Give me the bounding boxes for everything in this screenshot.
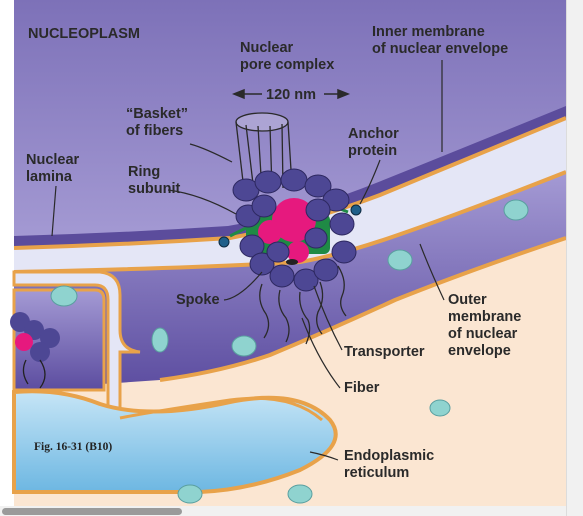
horizontal-scrollbar[interactable]	[0, 506, 566, 516]
endoplasmic-reticulum	[12, 389, 338, 494]
transporter	[272, 198, 316, 242]
outer-membrane-line	[13, 170, 567, 274]
leader-lines	[51, 60, 445, 461]
label-nucleoplasm: NUCLEOPLASM	[28, 26, 140, 42]
ribosome	[151, 327, 169, 353]
label-outer-membrane: Outer membrane of nuclear envelope	[448, 292, 525, 359]
label-transporter: Transporter	[344, 344, 425, 360]
anchor-protein-left	[218, 236, 230, 248]
label-spoke: Spoke	[176, 292, 220, 308]
er-membrane-edge	[119, 396, 323, 422]
label-inner-membrane: Inner membrane of nuclear envelope	[372, 24, 508, 57]
label-endoplasmic-reticulum: Endoplasmic reticulum	[344, 448, 438, 481]
cytoplasmic-fibers	[259, 265, 347, 345]
figure-caption: Fig. 16-31 (B10)	[34, 441, 112, 453]
er-connection	[12, 270, 141, 422]
partial-pore-complex	[10, 312, 60, 389]
ring-subunits	[232, 168, 357, 292]
ribosome-group	[50, 199, 529, 504]
ribosome	[503, 199, 529, 221]
label-anchor-protein: Anchor protein	[348, 126, 403, 159]
ribosome	[177, 484, 203, 504]
ribosome	[231, 335, 257, 357]
horizontal-scrollbar-thumb[interactable]	[2, 508, 182, 515]
vertical-scrollbar[interactable]	[566, 0, 583, 516]
label-nuclear-lamina: Nuclear lamina	[26, 152, 83, 185]
label-basket: “Basket” of fibers	[126, 106, 192, 139]
nuclear-pore-complex	[218, 168, 362, 345]
label-ring-subunit: Ring subunit	[128, 164, 181, 197]
label-dimension: 120 nm	[266, 87, 316, 103]
ribosome	[429, 399, 451, 417]
label-nuclear-pore-complex: Nuclear pore complex	[240, 40, 334, 73]
ribosome	[287, 484, 313, 504]
nucleoplasm-region	[14, 0, 566, 248]
outer-membrane-lower-line	[159, 236, 567, 382]
label-fiber: Fiber	[344, 380, 380, 396]
ribosome	[50, 285, 78, 307]
anchor-protein-right	[350, 204, 362, 216]
ribosome	[387, 249, 413, 271]
dimension-arrow	[231, 88, 351, 100]
